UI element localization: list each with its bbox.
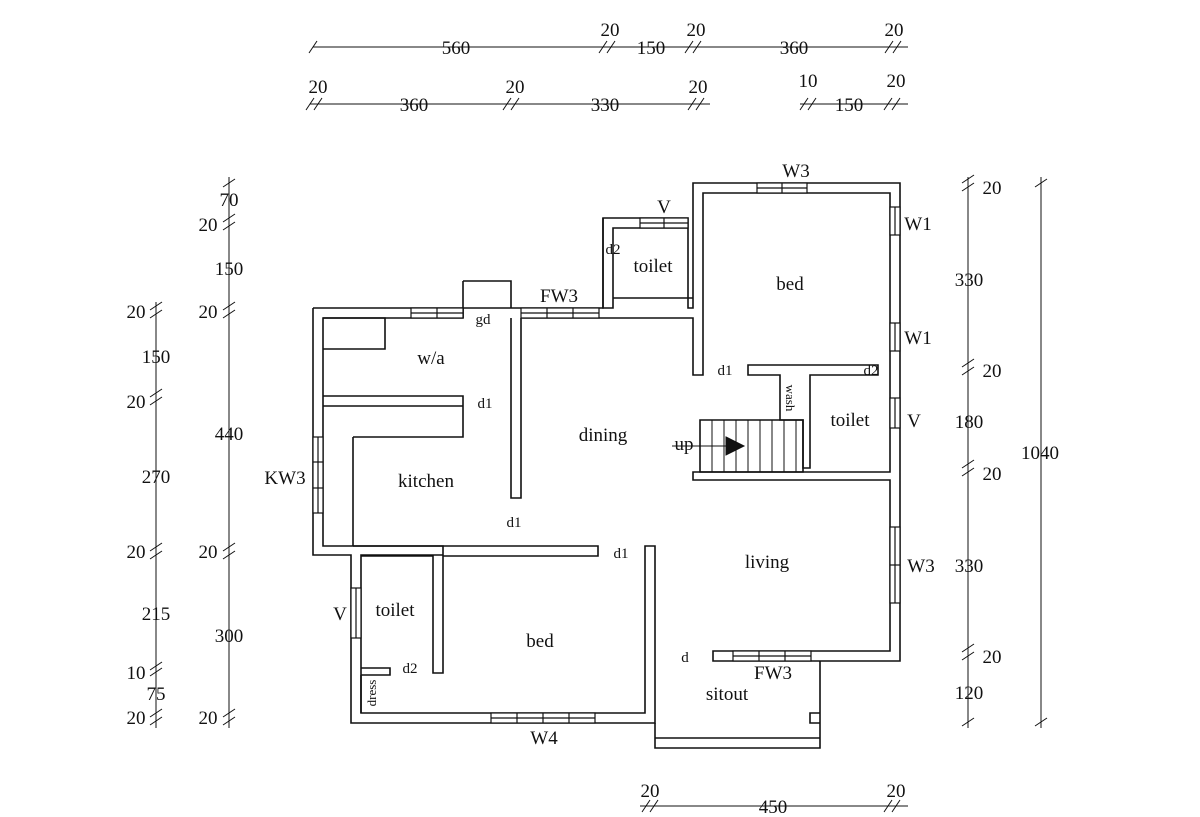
dim-right-inner-6: 20 xyxy=(983,647,1002,668)
tag-d2-toilet-bottom: d2 xyxy=(403,661,418,677)
dim-bottom-1: 450 xyxy=(759,797,788,817)
dim-top2-7: 20 xyxy=(887,71,906,92)
dim-top1-4: 360 xyxy=(780,38,809,59)
dimension-lines xyxy=(149,40,1048,813)
dim-left-inner-3: 20 xyxy=(199,302,218,323)
dim-right-total: 1040 xyxy=(1021,443,1059,464)
tag-up: up xyxy=(675,434,694,455)
tag-d1-bed-top: d1 xyxy=(718,363,733,379)
walls xyxy=(312,182,901,749)
room-toilet-top: toilet xyxy=(633,256,673,277)
dim-right-inner-0: 20 xyxy=(983,178,1002,199)
room-bed-top: bed xyxy=(776,274,804,295)
dim-bottom-0: 20 xyxy=(641,781,660,802)
dim-left-inner-7: 20 xyxy=(199,708,218,729)
dim-left-outer-3: 270 xyxy=(142,467,171,488)
tag-w3-right: W3 xyxy=(907,556,934,577)
dim-left-outer-6: 10 xyxy=(127,663,146,684)
dim-left-inner-2: 150 xyxy=(215,259,244,280)
dim-bottom-2: 20 xyxy=(887,781,906,802)
tag-v-top: V xyxy=(657,197,671,218)
tag-d2-toilet-right: d2 xyxy=(864,363,879,379)
tag-d1-kitchen: d1 xyxy=(507,515,522,531)
stair-treads xyxy=(672,420,797,472)
dim-left-inner-4: 440 xyxy=(215,424,244,445)
tag-d-sitout: d xyxy=(681,650,689,666)
dim-left-outer-8: 20 xyxy=(127,708,146,729)
room-dress: dress xyxy=(364,680,379,707)
dim-top2-6: 150 xyxy=(835,95,864,116)
tag-fw3-top: FW3 xyxy=(540,286,578,307)
sitout-wall xyxy=(654,661,821,749)
dim-left-inner-0: 70 xyxy=(220,190,239,211)
dim-top2-1: 360 xyxy=(400,95,429,116)
dim-right-inner-1: 330 xyxy=(955,270,984,291)
tag-v-left: V xyxy=(333,604,347,625)
tag-w1-a: W1 xyxy=(904,214,931,235)
dim-top1-5: 20 xyxy=(885,20,904,41)
dim-top2-4: 20 xyxy=(689,77,708,98)
dim-top2-3: 330 xyxy=(591,95,620,116)
opening-tags: W3 V W1 W1 FW3 gd d2 d1 d2 d1 V up KW3 d… xyxy=(264,161,934,749)
dim-left-inner-1: 20 xyxy=(199,215,218,236)
tag-d2-toilet-top: d2 xyxy=(606,242,621,258)
room-bed-bottom: bed xyxy=(526,631,554,652)
dim-top1-0: 560 xyxy=(442,38,471,59)
dim-left-outer-7: 75 xyxy=(147,684,166,705)
dim-right-inner-5: 330 xyxy=(955,556,984,577)
dim-left-outer-2: 20 xyxy=(127,392,146,413)
dim-left-outer-0: 20 xyxy=(127,302,146,323)
dining-partition xyxy=(510,318,522,499)
dining-bottom-wall xyxy=(353,545,599,674)
room-wash: wash xyxy=(783,385,798,412)
tag-d1-wa: d1 xyxy=(478,396,493,412)
room-toilet-right: toilet xyxy=(830,410,870,431)
tag-w3-top: W3 xyxy=(782,161,809,182)
wa-kitchen-wall xyxy=(323,317,464,546)
tag-kw3: KW3 xyxy=(264,468,305,489)
dim-top2-5: 10 xyxy=(799,71,818,92)
dim-left-inner-6: 300 xyxy=(215,626,244,647)
bottom-toilet-wall xyxy=(360,667,391,713)
dim-top1-2: 150 xyxy=(637,38,666,59)
outer-wall-left xyxy=(312,308,656,724)
dim-left-inner-5: 20 xyxy=(199,542,218,563)
dim-right-inner-2: 20 xyxy=(983,361,1002,382)
windows xyxy=(312,182,901,724)
room-dining: dining xyxy=(579,425,628,446)
dim-top2-0: 20 xyxy=(309,77,328,98)
tag-gd: gd xyxy=(476,312,492,328)
top-toilet-wall xyxy=(602,218,693,309)
dim-top1-1: 20 xyxy=(601,20,620,41)
tag-v-right: V xyxy=(907,411,921,432)
dim-right-inner-3: 180 xyxy=(955,412,984,433)
dim-top1-3: 20 xyxy=(687,20,706,41)
room-kitchen: kitchen xyxy=(398,471,454,492)
room-sitout: sitout xyxy=(706,684,749,705)
tag-fw3-bottom: FW3 xyxy=(754,663,792,684)
stair-outline xyxy=(699,419,804,473)
tag-w1-b: W1 xyxy=(904,328,931,349)
dim-left-outer-5: 215 xyxy=(142,604,171,625)
room-labels: bed toilet w/a dining toilet kitchen liv… xyxy=(364,256,870,706)
dim-right-inner-7: 120 xyxy=(955,683,984,704)
tag-d1-bed-bottom: d1 xyxy=(614,546,629,562)
room-living: living xyxy=(745,552,790,573)
dim-right-inner-4: 20 xyxy=(983,464,1002,485)
dim-top2-2: 20 xyxy=(506,77,525,98)
dim-left-outer-1: 150 xyxy=(142,347,171,368)
dimension-text: 560 20 150 20 360 20 20 360 20 330 20 10… xyxy=(127,20,1060,817)
tag-w4: W4 xyxy=(530,728,558,749)
room-wa: w/a xyxy=(417,348,445,369)
room-toilet-bottom: toilet xyxy=(375,600,415,621)
dim-left-outer-4: 20 xyxy=(127,542,146,563)
